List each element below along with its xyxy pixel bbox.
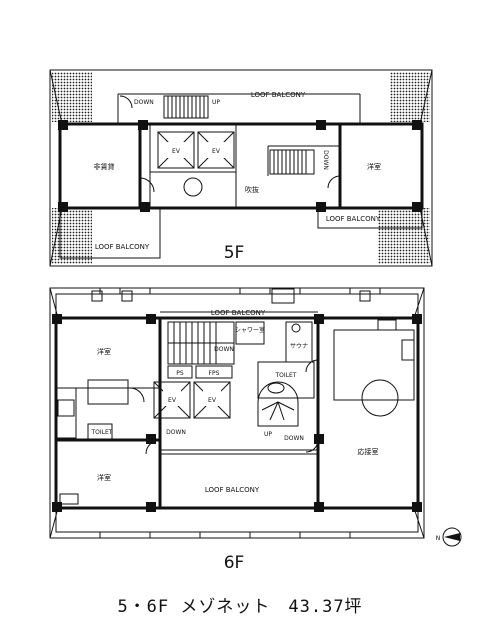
ev-6f-2-label: EV (208, 397, 217, 404)
compass-icon: N (436, 527, 462, 547)
roof-pattern-bl (52, 208, 92, 264)
room-5f-yoshitsu: 洋室 (367, 162, 381, 171)
room-5f-fukinuke: 吹抜 (245, 185, 259, 194)
down-6f-right-label: DOWN (284, 435, 304, 442)
room-6f-toilet-right: TOILET (275, 372, 297, 379)
ev-5f-2-label: EV (212, 148, 221, 155)
elevator-5f-1 (157, 131, 195, 169)
reception-table (361, 379, 399, 417)
plan-5f: LOOF BALCONY 非賃貸 洋室 吹抜 LOOF BALCONY LOOF… (49, 69, 433, 267)
room-5f-hihinkashi: 非賃貸 (94, 162, 115, 171)
compass-label: N (436, 535, 441, 542)
stair-5f-down-label: DOWN (134, 99, 154, 106)
room-6f-loof-balcony-top: LOOF BALCONY (211, 309, 266, 317)
stair-5f-top (163, 95, 209, 119)
ev-5f-1-label: EV (172, 148, 181, 155)
roof-pattern-tl (52, 72, 92, 122)
room-5f-loof-balcony-left: LOOF BALCONY (95, 243, 150, 251)
room-5f-loof-balcony-right: LOOF BALCONY (326, 215, 381, 223)
floor-label-5f: 5F (224, 243, 245, 263)
stair-5f-up-label: UP (212, 99, 220, 106)
down-6f-left-label: DOWN (166, 429, 186, 436)
plan-6f: LOOF BALCONY 洋室 洋室 シャワー室 サウナ TOILET TOIL… (49, 287, 462, 573)
plan-6f-outline (49, 287, 425, 539)
elevator-6f-1 (153, 381, 191, 419)
floor-label-6f: 6F (224, 553, 245, 573)
room-5f-loof-balcony-top: LOOF BALCONY (251, 91, 306, 99)
stair-5f-down-vertical-label: DOWN (322, 150, 329, 170)
room-6f-loof-balcony-bottom: LOOF BALCONY (205, 486, 260, 494)
plan-caption: 5・6F メゾネット 43.37坪 (117, 597, 363, 617)
room-6f-yoshitsu-upper: 洋室 (97, 347, 111, 356)
round-column-5f (183, 177, 203, 197)
fps-label: FPS (209, 370, 220, 377)
stair-5f-right (269, 149, 315, 175)
spiral-stair-6f (257, 381, 299, 427)
room-6f-shower: シャワー室 (235, 326, 265, 334)
ps-label: PS (176, 370, 184, 377)
stair-6f-center (167, 321, 235, 365)
room-6f-reception: 応接室 (358, 447, 379, 456)
room-6f-yoshitsu-lower: 洋室 (97, 473, 111, 482)
elevator-5f-2 (197, 131, 235, 169)
plan-5f-outline (49, 69, 433, 267)
ev-6f-1-label: EV (168, 397, 177, 404)
plan-5f-walls (58, 122, 424, 210)
stair-6f-down-label: DOWN (214, 346, 234, 353)
roof-pattern-tr (390, 72, 430, 122)
room-6f-toilet-left: TOILET (91, 429, 113, 436)
room-6f-sauna: サウナ (290, 342, 308, 350)
roof-pattern-br (378, 208, 430, 264)
up-6f-label: UP (264, 431, 272, 438)
elevator-6f-2 (193, 381, 231, 419)
